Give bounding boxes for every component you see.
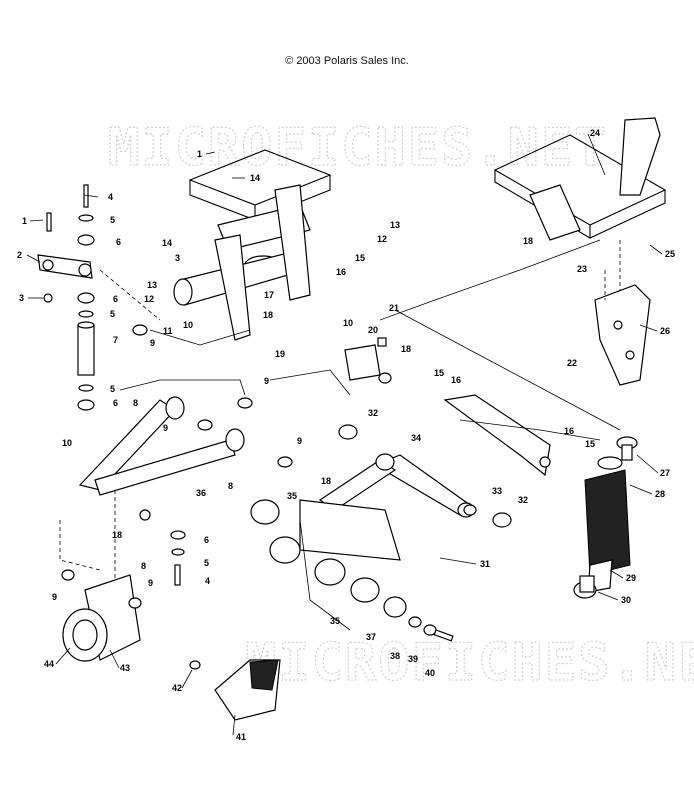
callout-15-a: 15 (355, 253, 365, 263)
callout-15-c: 15 (585, 439, 595, 449)
rocker-link (344, 337, 392, 384)
callout-24: 24 (590, 128, 600, 138)
callout-1-left: 1 (22, 216, 27, 226)
callout-26: 26 (660, 326, 670, 336)
callout-13-a: 13 (147, 280, 157, 290)
callout-9-e: 9 (52, 592, 57, 602)
callout-9-f: 9 (148, 578, 153, 588)
callout-10-a: 10 (183, 320, 193, 330)
callout-32-b: 32 (518, 495, 528, 505)
callout-41: 41 (236, 732, 246, 742)
callout-4-top: 4 (108, 192, 113, 202)
callout-18-c: 18 (112, 530, 122, 540)
callout-16-a: 16 (336, 267, 346, 277)
callout-20: 20 (368, 325, 378, 335)
callout-2: 2 (17, 250, 22, 260)
callout-6-b: 6 (113, 294, 118, 304)
callout-5-d: 5 (204, 558, 209, 568)
callout-9-a: 9 (150, 338, 155, 348)
callout-8-c: 8 (141, 561, 146, 571)
callout-35-b: 35 (330, 616, 340, 626)
frame-section-right (493, 117, 667, 241)
callout-9-b: 9 (264, 376, 269, 386)
callout-18-e: 18 (523, 236, 533, 246)
shock-bracket (443, 394, 551, 477)
callout-14-a: 14 (162, 238, 172, 248)
left-hardware-stack (37, 184, 95, 411)
callout-18-b: 18 (401, 344, 411, 354)
callout-31: 31 (480, 559, 490, 569)
callout-22: 22 (567, 358, 577, 368)
callout-40: 40 (425, 668, 435, 678)
callout-43: 43 (120, 663, 130, 673)
callout-28: 28 (655, 489, 665, 499)
callout-32-a: 32 (368, 408, 378, 418)
watermark-top: MICROFICHES.NET (108, 118, 608, 178)
spindle-hub (61, 569, 142, 662)
callout-14-b: 14 (250, 173, 260, 183)
watermark-bottom: MICROFICHES.NET (245, 633, 694, 693)
callout-11: 11 (163, 326, 173, 336)
callout-16-b: 16 (451, 375, 461, 385)
callout-27: 27 (660, 468, 670, 478)
callout-6-c: 6 (113, 398, 118, 408)
callout-5-b: 5 (110, 309, 115, 319)
callout-1-top: 1 (197, 149, 202, 159)
callout-38: 38 (390, 651, 400, 661)
callout-25: 25 (665, 249, 675, 259)
callout-42: 42 (172, 683, 182, 693)
reference-lines (59, 240, 621, 580)
callout-3-mid: 3 (175, 253, 180, 263)
callout-15-b: 15 (434, 368, 444, 378)
trailing-arm (250, 424, 512, 642)
callout-13-b: 13 (390, 220, 400, 230)
callout-35-a: 35 (287, 491, 297, 501)
callout-5-a: 5 (110, 215, 115, 225)
callout-34: 34 (411, 433, 421, 443)
copyright-notice: © 2003 Polaris Sales Inc. (285, 55, 409, 67)
callout-9-c: 9 (163, 423, 168, 433)
frame-bracket (594, 284, 651, 386)
callout-23: 23 (577, 264, 587, 274)
callout-18-a: 18 (263, 310, 273, 320)
upper-a-arm (78, 324, 293, 496)
callout-33: 33 (492, 486, 502, 496)
callout-7: 7 (113, 335, 118, 345)
callout-39: 39 (408, 654, 418, 664)
callout-10-b: 10 (343, 318, 353, 328)
callout-19: 19 (275, 349, 285, 359)
callout-5-c: 5 (110, 384, 115, 394)
callout-labels: 1 1 2 3 3 4 4 5 5 5 5 6 6 6 6 7 8 8 8 9 … (17, 128, 675, 742)
callout-37: 37 (366, 632, 376, 642)
callout-18-d: 18 (321, 476, 331, 486)
callout-8-b: 8 (228, 481, 233, 491)
callout-8-a: 8 (133, 398, 138, 408)
skid-bracket (189, 659, 281, 721)
callout-29: 29 (626, 573, 636, 583)
frame-section-center (173, 149, 332, 341)
callout-6-a: 6 (116, 237, 121, 247)
callout-44: 44 (44, 659, 54, 669)
leader-lines (119, 239, 621, 631)
callout-10-c: 10 (62, 438, 72, 448)
callout-30: 30 (621, 595, 631, 605)
callout-12-b: 12 (377, 234, 387, 244)
lower-hardware-stack (139, 509, 186, 586)
callout-17: 17 (264, 290, 274, 300)
callout-ticks (26, 133, 663, 736)
callout-4-bottom: 4 (205, 576, 210, 586)
callout-12-a: 12 (144, 294, 154, 304)
callout-16-c: 16 (564, 426, 574, 436)
shock-absorber (573, 436, 638, 599)
callout-9-d: 9 (297, 436, 302, 446)
callout-6-d: 6 (204, 535, 209, 545)
callout-21: 21 (389, 303, 399, 313)
callout-36: 36 (196, 488, 206, 498)
callout-3-left: 3 (19, 293, 24, 303)
